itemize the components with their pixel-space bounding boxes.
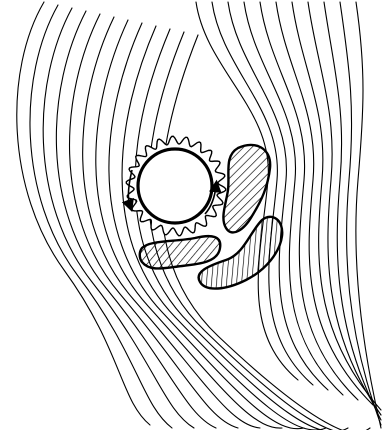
flow-line — [276, 2, 373, 405]
hatched-blob-left — [140, 236, 221, 268]
flow-line — [340, 2, 381, 425]
central-circle — [138, 149, 212, 223]
flow-line — [324, 2, 381, 420]
flow-line — [292, 2, 381, 410]
flow-line — [308, 2, 381, 415]
flow-line — [356, 2, 381, 428]
circulation-arrow-left — [128, 170, 132, 206]
